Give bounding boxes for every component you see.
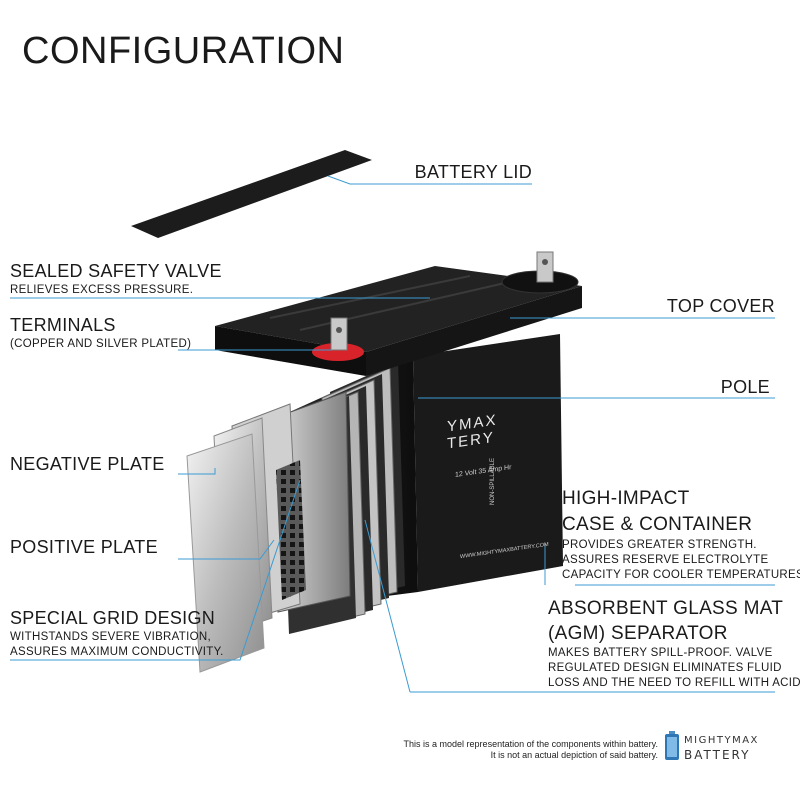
label-case-sub-2: ASSURES RESERVE ELECTROLYTE (562, 554, 769, 566)
disclaimer-line-2: It is not an actual depiction of said ba… (490, 750, 658, 760)
label-terminals-sub: (COPPER AND SILVER PLATED) (10, 338, 192, 350)
label-agm-line-1: ABSORBENT GLASS MAT (548, 598, 784, 619)
label-terminals: TERMINALS (10, 315, 116, 335)
plate-stack (273, 362, 405, 634)
battery-brand: YMAX TERY (447, 411, 498, 452)
label-pole: POLE (720, 377, 770, 397)
label-special-grid-design: SPECIAL GRID DESIGN (10, 608, 216, 628)
label-special-grid-sub-2: ASSURES MAXIMUM CONDUCTIVITY. (10, 646, 224, 658)
top-cover-front (215, 326, 366, 376)
label-top-cover: TOP COVER (666, 296, 775, 316)
label-agm-line-2: (AGM) SEPARATOR (548, 623, 728, 644)
label-sealed-safety-valve: SEALED SAFETY VALVE (10, 261, 222, 281)
logo-line-1: MIGHTYMAX (684, 735, 759, 746)
battery-lid-shape (131, 150, 372, 238)
label-case-sub-3: CAPACITY FOR COOLER TEMPERATURES. (562, 569, 800, 581)
label-negative-plate: NEGATIVE PLATE (10, 454, 165, 474)
label-positive-plate: POSITIVE PLATE (10, 537, 158, 557)
label-battery-lid: BATTERY LID (414, 162, 532, 182)
label-agm-sub-3: LOSS AND THE NEED TO REFILL WITH ACID. (548, 677, 800, 689)
terminal-negative (536, 251, 554, 283)
page-title: CONFIGURATION (22, 30, 345, 72)
label-sealed-safety-valve-sub: RELIEVES EXCESS PRESSURE. (10, 284, 194, 296)
disclaimer-line-1: This is a model representation of the co… (403, 739, 658, 749)
negative-plate-shape (186, 433, 265, 673)
label-case-line-1: HIGH-IMPACT (562, 488, 690, 509)
top-cover-side (366, 286, 582, 376)
battery-logo-icon (664, 731, 680, 761)
disclaimer: This is a model representation of the co… (380, 739, 658, 761)
battery-non-spillable: NON-SPILLABLE (490, 457, 496, 505)
label-agm-sub-1: MAKES BATTERY SPILL-PROOF. VALVE (548, 647, 773, 659)
label-agm-sub-2: REGULATED DESIGN ELIMINATES FLUID (548, 662, 782, 674)
top-cover-top (215, 266, 582, 352)
label-case-sub-1: PROVIDES GREATER STRENGTH. (562, 539, 757, 551)
terminal-positive (312, 317, 364, 361)
logo-line-2: BATTERY (684, 748, 751, 762)
label-case-line-2: CASE & CONTAINER (562, 514, 753, 535)
label-special-grid-sub-1: WITHSTANDS SEVERE VIBRATION, (10, 631, 211, 643)
